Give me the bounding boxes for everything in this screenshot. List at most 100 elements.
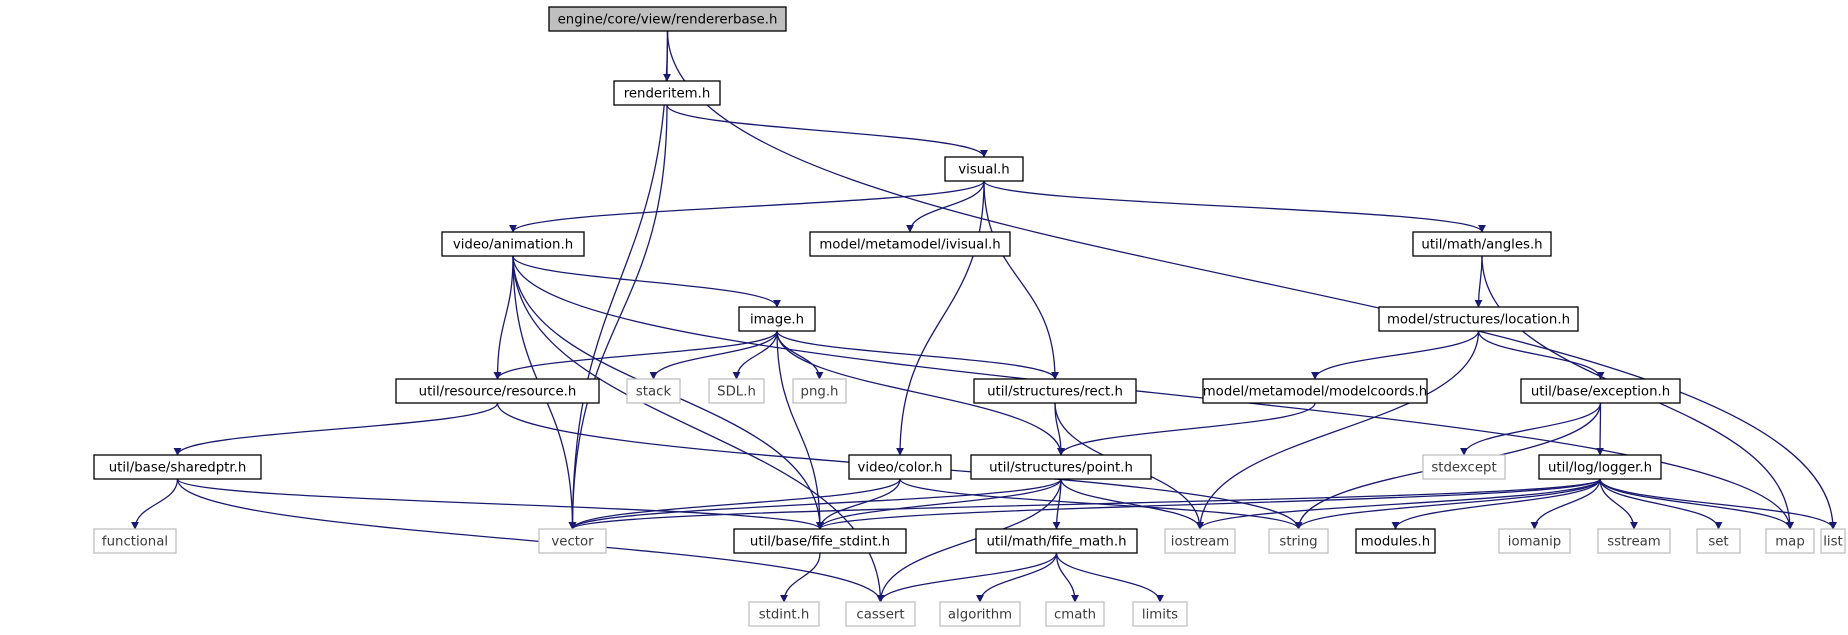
- node-resource[interactable]: util/resource/resource.h: [395, 378, 600, 404]
- edge-rendererbase-to-list: [666, 30, 1837, 530]
- node-box: [1355, 528, 1436, 554]
- edge-path: [512, 255, 781, 308]
- node-label: util/base/fife_stdint.h: [750, 535, 890, 550]
- node-location[interactable]: model/structures/location.h: [1378, 306, 1579, 332]
- edge-path: [776, 330, 1059, 380]
- edge-path: [509, 180, 985, 233]
- node-label: util/base/exception.h: [1531, 385, 1670, 400]
- node-box: [1696, 528, 1741, 554]
- node-sharedptr[interactable]: util/base/sharedptr.h: [93, 454, 262, 480]
- edge-color-to-vector: [568, 478, 901, 530]
- node-box: [1597, 528, 1671, 554]
- edge-path: [568, 478, 1062, 530]
- node-logger[interactable]: util/log/logger.h: [1538, 454, 1662, 480]
- edge-path: [876, 478, 1062, 603]
- node-renderitem[interactable]: renderitem.h: [613, 80, 721, 106]
- edge-point-to-cassert: [876, 478, 1062, 603]
- edge-image-to-fife_stdint: [776, 330, 824, 530]
- node-box: [1538, 454, 1662, 480]
- edge-visual-to-rect: [983, 180, 1059, 380]
- node-cmath: cmath: [1045, 601, 1105, 627]
- node-box: [548, 6, 787, 32]
- node-box: [973, 378, 1137, 404]
- node-label: stdexcept: [1431, 461, 1496, 476]
- edge-logger-to-iomanip: [1530, 478, 1601, 530]
- edge-logger-to-vector: [568, 478, 1601, 530]
- edge-visual-to-animation: [509, 180, 985, 233]
- node-label: util/resource/resource.h: [419, 385, 577, 400]
- node-box: [1412, 231, 1552, 257]
- node-visual[interactable]: visual.h: [944, 156, 1024, 182]
- node-box: [1520, 378, 1681, 404]
- node-label: video/animation.h: [453, 238, 573, 253]
- node-fife_stdint[interactable]: util/base/fife_stdint.h: [733, 528, 907, 554]
- node-image[interactable]: image.h: [738, 306, 816, 332]
- node-animation[interactable]: video/animation.h: [441, 231, 585, 257]
- node-angles[interactable]: util/math/angles.h: [1412, 231, 1552, 257]
- edge-logger-to-list: [1599, 478, 1837, 530]
- edge-path: [816, 478, 1062, 530]
- edge-location-to-exception: [1477, 330, 1605, 380]
- node-box: [733, 528, 907, 554]
- edge-color-to-fife_stdint: [816, 478, 901, 530]
- edge-animation-to-resource: [493, 255, 514, 380]
- edge-path: [732, 330, 778, 380]
- node-box: [1164, 528, 1236, 554]
- edge-image-to-point: [776, 330, 1065, 456]
- node-point[interactable]: util/structures/point.h: [970, 454, 1152, 480]
- edge-logger-to-fife_stdint: [816, 478, 1601, 530]
- node-stack: stack: [626, 378, 681, 404]
- node-label: functional: [102, 535, 168, 550]
- node-map: map: [1765, 528, 1815, 554]
- node-rect[interactable]: util/structures/rect.h: [973, 378, 1137, 404]
- edge-image-to-sdl: [732, 330, 778, 380]
- edge-image-to-png: [776, 330, 824, 380]
- node-box: [944, 156, 1024, 182]
- edge-fife_stdint-to-stdint: [780, 552, 821, 603]
- edge-path: [568, 30, 669, 530]
- edge-path: [1196, 478, 1601, 530]
- edge-exception-to-logger: [1596, 402, 1605, 456]
- edge-path: [493, 330, 778, 380]
- edge-visual-to-angles: [983, 180, 1486, 233]
- edge-path: [568, 478, 901, 530]
- node-label: model/metamodel/ivisual.h: [819, 238, 1000, 253]
- edge-animation-to-map: [512, 255, 1794, 530]
- node-list: list: [1820, 528, 1846, 554]
- node-label: util/base/sharedptr.h: [109, 461, 247, 476]
- node-box: [748, 601, 820, 627]
- node-label: SDL.h: [717, 385, 756, 400]
- node-stdint: stdint.h: [748, 601, 820, 627]
- edge-image-to-stack: [649, 330, 778, 380]
- node-box: [93, 528, 177, 554]
- node-limits: limits: [1132, 601, 1188, 627]
- edge-image-to-resource: [493, 330, 778, 380]
- edge-sharedptr-to-functional: [131, 478, 179, 530]
- edge-path: [493, 255, 514, 380]
- edge-path: [776, 330, 824, 380]
- node-rendererbase[interactable]: engine/core/view/rendererbase.h: [548, 6, 787, 32]
- node-box: [613, 80, 721, 106]
- edge-path: [666, 30, 1837, 530]
- node-box: [738, 306, 816, 332]
- node-label: map: [1775, 535, 1805, 550]
- edge-angles-to-location: [1474, 255, 1483, 308]
- edge-exception-to-stdexcept: [1460, 402, 1602, 456]
- edge-location-to-modelcoords: [1311, 330, 1480, 380]
- node-label: iostream: [1171, 535, 1229, 550]
- edge-rendererbase-to-vector: [568, 30, 669, 530]
- node-ivisual[interactable]: model/metamodel/ivisual.h: [809, 231, 1011, 257]
- node-modelcoords[interactable]: model/metamodel/modelcoords.h: [1202, 378, 1428, 404]
- node-modules[interactable]: modules.h: [1355, 528, 1436, 554]
- node-label: visual.h: [958, 163, 1009, 178]
- node-color[interactable]: video/color.h: [848, 454, 952, 480]
- node-fife_math[interactable]: util/math/fife_math.h: [975, 528, 1138, 554]
- edge-point-to-fife_stdint: [816, 478, 1062, 530]
- edge-path: [1057, 402, 1316, 456]
- node-label: model/structures/location.h: [1387, 313, 1570, 328]
- edge-path: [896, 180, 985, 456]
- edge-path: [780, 552, 821, 603]
- node-label: cassert: [856, 608, 904, 623]
- node-label: algorithm: [948, 608, 1012, 623]
- node-exception[interactable]: util/base/exception.h: [1520, 378, 1681, 404]
